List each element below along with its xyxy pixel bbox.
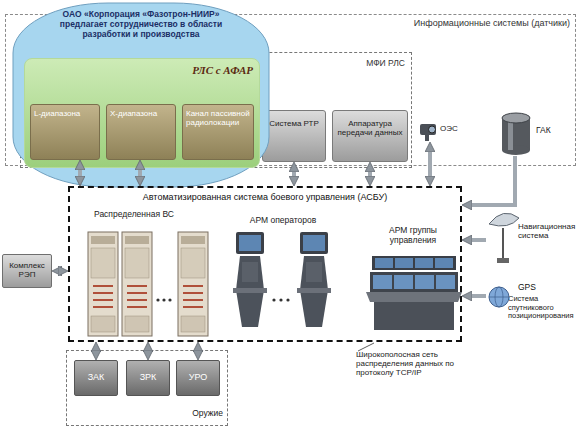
offer-oval: ОАО «Корпорация «Фазотрон-НИИР» предлага… bbox=[12, 2, 270, 188]
weapon-box: УРО bbox=[176, 360, 220, 396]
node-text: РЛС с АФАР bbox=[153, 64, 253, 77]
connector-arrow bbox=[292, 167, 296, 181]
cylinder-shine bbox=[508, 122, 513, 150]
server-cabinet bbox=[88, 232, 118, 336]
node-text: ЗАК bbox=[75, 372, 117, 382]
node-text: МФИ РЛС bbox=[339, 59, 405, 69]
node-text: АРМ группы управления bbox=[376, 226, 450, 246]
cylinder-top bbox=[502, 113, 530, 123]
node-text: ОЭС bbox=[440, 124, 458, 133]
network-note: Широкополосная сеть распределения данных… bbox=[356, 350, 472, 378]
node-text: Информационные системы (датчики) bbox=[386, 18, 570, 28]
node-text: ГАК bbox=[536, 126, 551, 136]
connector-arrow bbox=[94, 347, 98, 355]
node-text: Оружие bbox=[163, 409, 223, 419]
weapon-box: ЗРК bbox=[126, 360, 170, 396]
computer-group: Распределенная ВС bbox=[82, 208, 218, 340]
connector-arrow bbox=[368, 167, 372, 181]
node-text: Аппаратура передачи данных bbox=[335, 119, 405, 137]
node-text: L-диапазона bbox=[34, 109, 96, 118]
operator-console bbox=[233, 232, 267, 327]
connector-arrow bbox=[467, 238, 486, 242]
node-text: Канал пассивной радиолокации bbox=[186, 109, 250, 127]
system-box: Аппаратура передачи данных bbox=[332, 110, 408, 162]
weapon-box: ЗАК bbox=[74, 360, 118, 396]
channel-box: Канал пассивной радиолокации bbox=[182, 104, 254, 160]
connector-arrow bbox=[78, 165, 82, 181]
node-text: Автоматизированная система боевого управ… bbox=[78, 192, 452, 202]
node-text: УРО bbox=[177, 372, 219, 382]
sonar-cylinder: ГАК bbox=[500, 112, 570, 156]
oval-shape bbox=[13, 3, 269, 187]
band-box: L-диапазона bbox=[30, 104, 100, 160]
command-desk bbox=[366, 256, 462, 330]
ellipsis-dots bbox=[156, 298, 171, 301]
oes-sensor: ОЭС bbox=[418, 116, 462, 142]
node-text: Навигационная система bbox=[518, 222, 578, 240]
operator-console bbox=[297, 232, 331, 327]
cylinder-outline bbox=[500, 112, 532, 156]
node-text: Х-диапазона bbox=[110, 109, 172, 118]
node-text: ЗРК bbox=[127, 372, 169, 382]
server-cabinet bbox=[122, 232, 152, 336]
node-text: АРМ операторов bbox=[228, 216, 338, 226]
node-text: Система спутникового позиционирования bbox=[508, 295, 578, 321]
node-text: Распределенная ВС bbox=[94, 210, 214, 220]
connector-arrow bbox=[467, 156, 515, 205]
radar-box: РЛС с АФАР L-диапазона Х-диапазона Канал па… bbox=[24, 58, 260, 168]
band-box: Х-диапазона bbox=[106, 104, 176, 160]
cms-frame: Автоматизированная система боевого управ… bbox=[68, 186, 462, 342]
ellipsis-dots bbox=[272, 298, 289, 301]
oes-camera-icon bbox=[420, 124, 436, 141]
ew-box: Комплекс РЭП bbox=[2, 254, 52, 288]
connector-arrow bbox=[57, 269, 63, 273]
nav-system: Навигационная система bbox=[486, 214, 578, 264]
weapon-frame: Оружие ЗАК ЗРК УРО bbox=[66, 350, 228, 426]
system-box: Система РТР bbox=[262, 110, 326, 162]
connector-arrow bbox=[196, 347, 200, 355]
globe-icon bbox=[489, 287, 509, 307]
radar-antenna-icon bbox=[489, 213, 519, 263]
server-cabinet bbox=[178, 232, 208, 336]
node-text: GPS bbox=[518, 283, 536, 293]
node-text: Комплекс РЭП bbox=[4, 261, 50, 279]
operator-group: АРМ операторов bbox=[228, 214, 338, 340]
command-group: АРМ группы управления bbox=[366, 226, 460, 336]
connector-arrow bbox=[467, 294, 486, 298]
leader-line bbox=[358, 343, 374, 351]
cylinder-base bbox=[502, 145, 530, 155]
gps-system: GPS Система спутникового позиционирования bbox=[486, 280, 578, 340]
node-text: Система РТР bbox=[265, 119, 323, 128]
connector-arrow bbox=[138, 165, 142, 181]
connector-arrow bbox=[428, 147, 432, 181]
node-text: ОАО «Корпорация «Фазотрон-НИИР» предлага… bbox=[48, 10, 234, 39]
connector-arrow bbox=[146, 347, 150, 355]
